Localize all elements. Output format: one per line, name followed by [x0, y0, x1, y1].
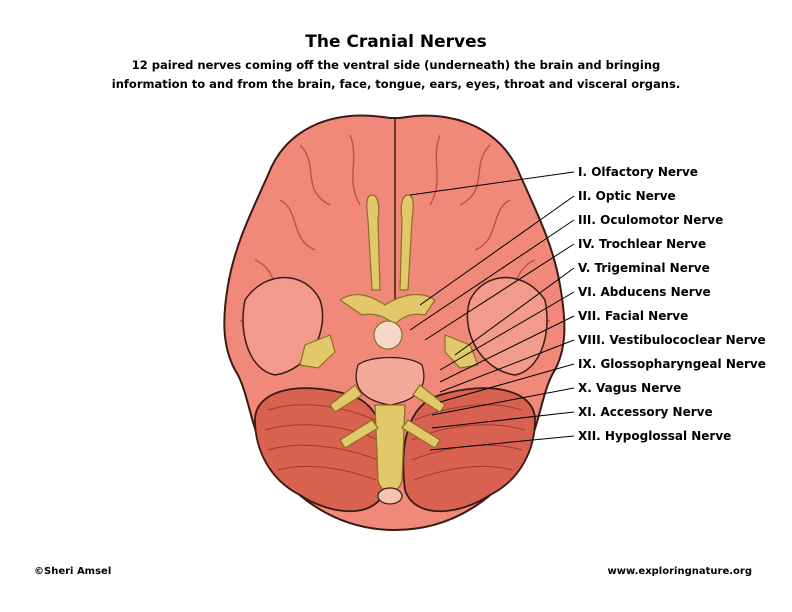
optic-chiasm [338, 293, 436, 326]
nerve-branches [299, 334, 479, 449]
medulla [374, 404, 406, 492]
label-optic-nerve: II. Optic Nerve [578, 189, 676, 203]
label-oculomotor-nerve: III. Oculomotor Nerve [578, 213, 724, 227]
label-facial-nerve: VII. Facial Nerve [578, 309, 689, 323]
label-olfactory-nerve: I. Olfactory Nerve [578, 165, 698, 179]
pituitary [373, 320, 403, 350]
label-abducens-nerve: VI. Abducens Nerve [578, 285, 711, 299]
pointer-lines [409, 171, 575, 451]
spinal-cord [377, 487, 403, 505]
label-vestibulocochlear-nerve: VIII. Vestibulococlear Nerve [578, 333, 766, 347]
olfactory-tracts [366, 194, 414, 291]
subtitle-line-1: 12 paired nerves coming off the ventral … [131, 58, 661, 72]
page-title: The Cranial Nerves [305, 32, 487, 52]
subtitle-line-2: information to and from the brain, face,… [111, 77, 681, 91]
copyright-credit: ©Sheri Amsel [34, 566, 112, 577]
cerebellum-left [254, 387, 388, 512]
label-trochlear-nerve: IV. Trochlear Nerve [578, 237, 707, 251]
website-credit[interactable]: www.exploringnature.org [607, 566, 752, 577]
label-vagus-nerve: X. Vagus Nerve [578, 381, 682, 395]
label-accessory-nerve: XI. Accessory Nerve [578, 405, 713, 419]
label-hypoglossal-nerve: XII. Hypoglossal Nerve [578, 429, 732, 443]
cerebellum-right [402, 387, 536, 512]
label-trigeminal-nerve: V. Trigeminal Nerve [578, 261, 710, 275]
label-glossopharyngeal-nerve: IX. Glossopharyngeal Nerve [578, 357, 766, 371]
